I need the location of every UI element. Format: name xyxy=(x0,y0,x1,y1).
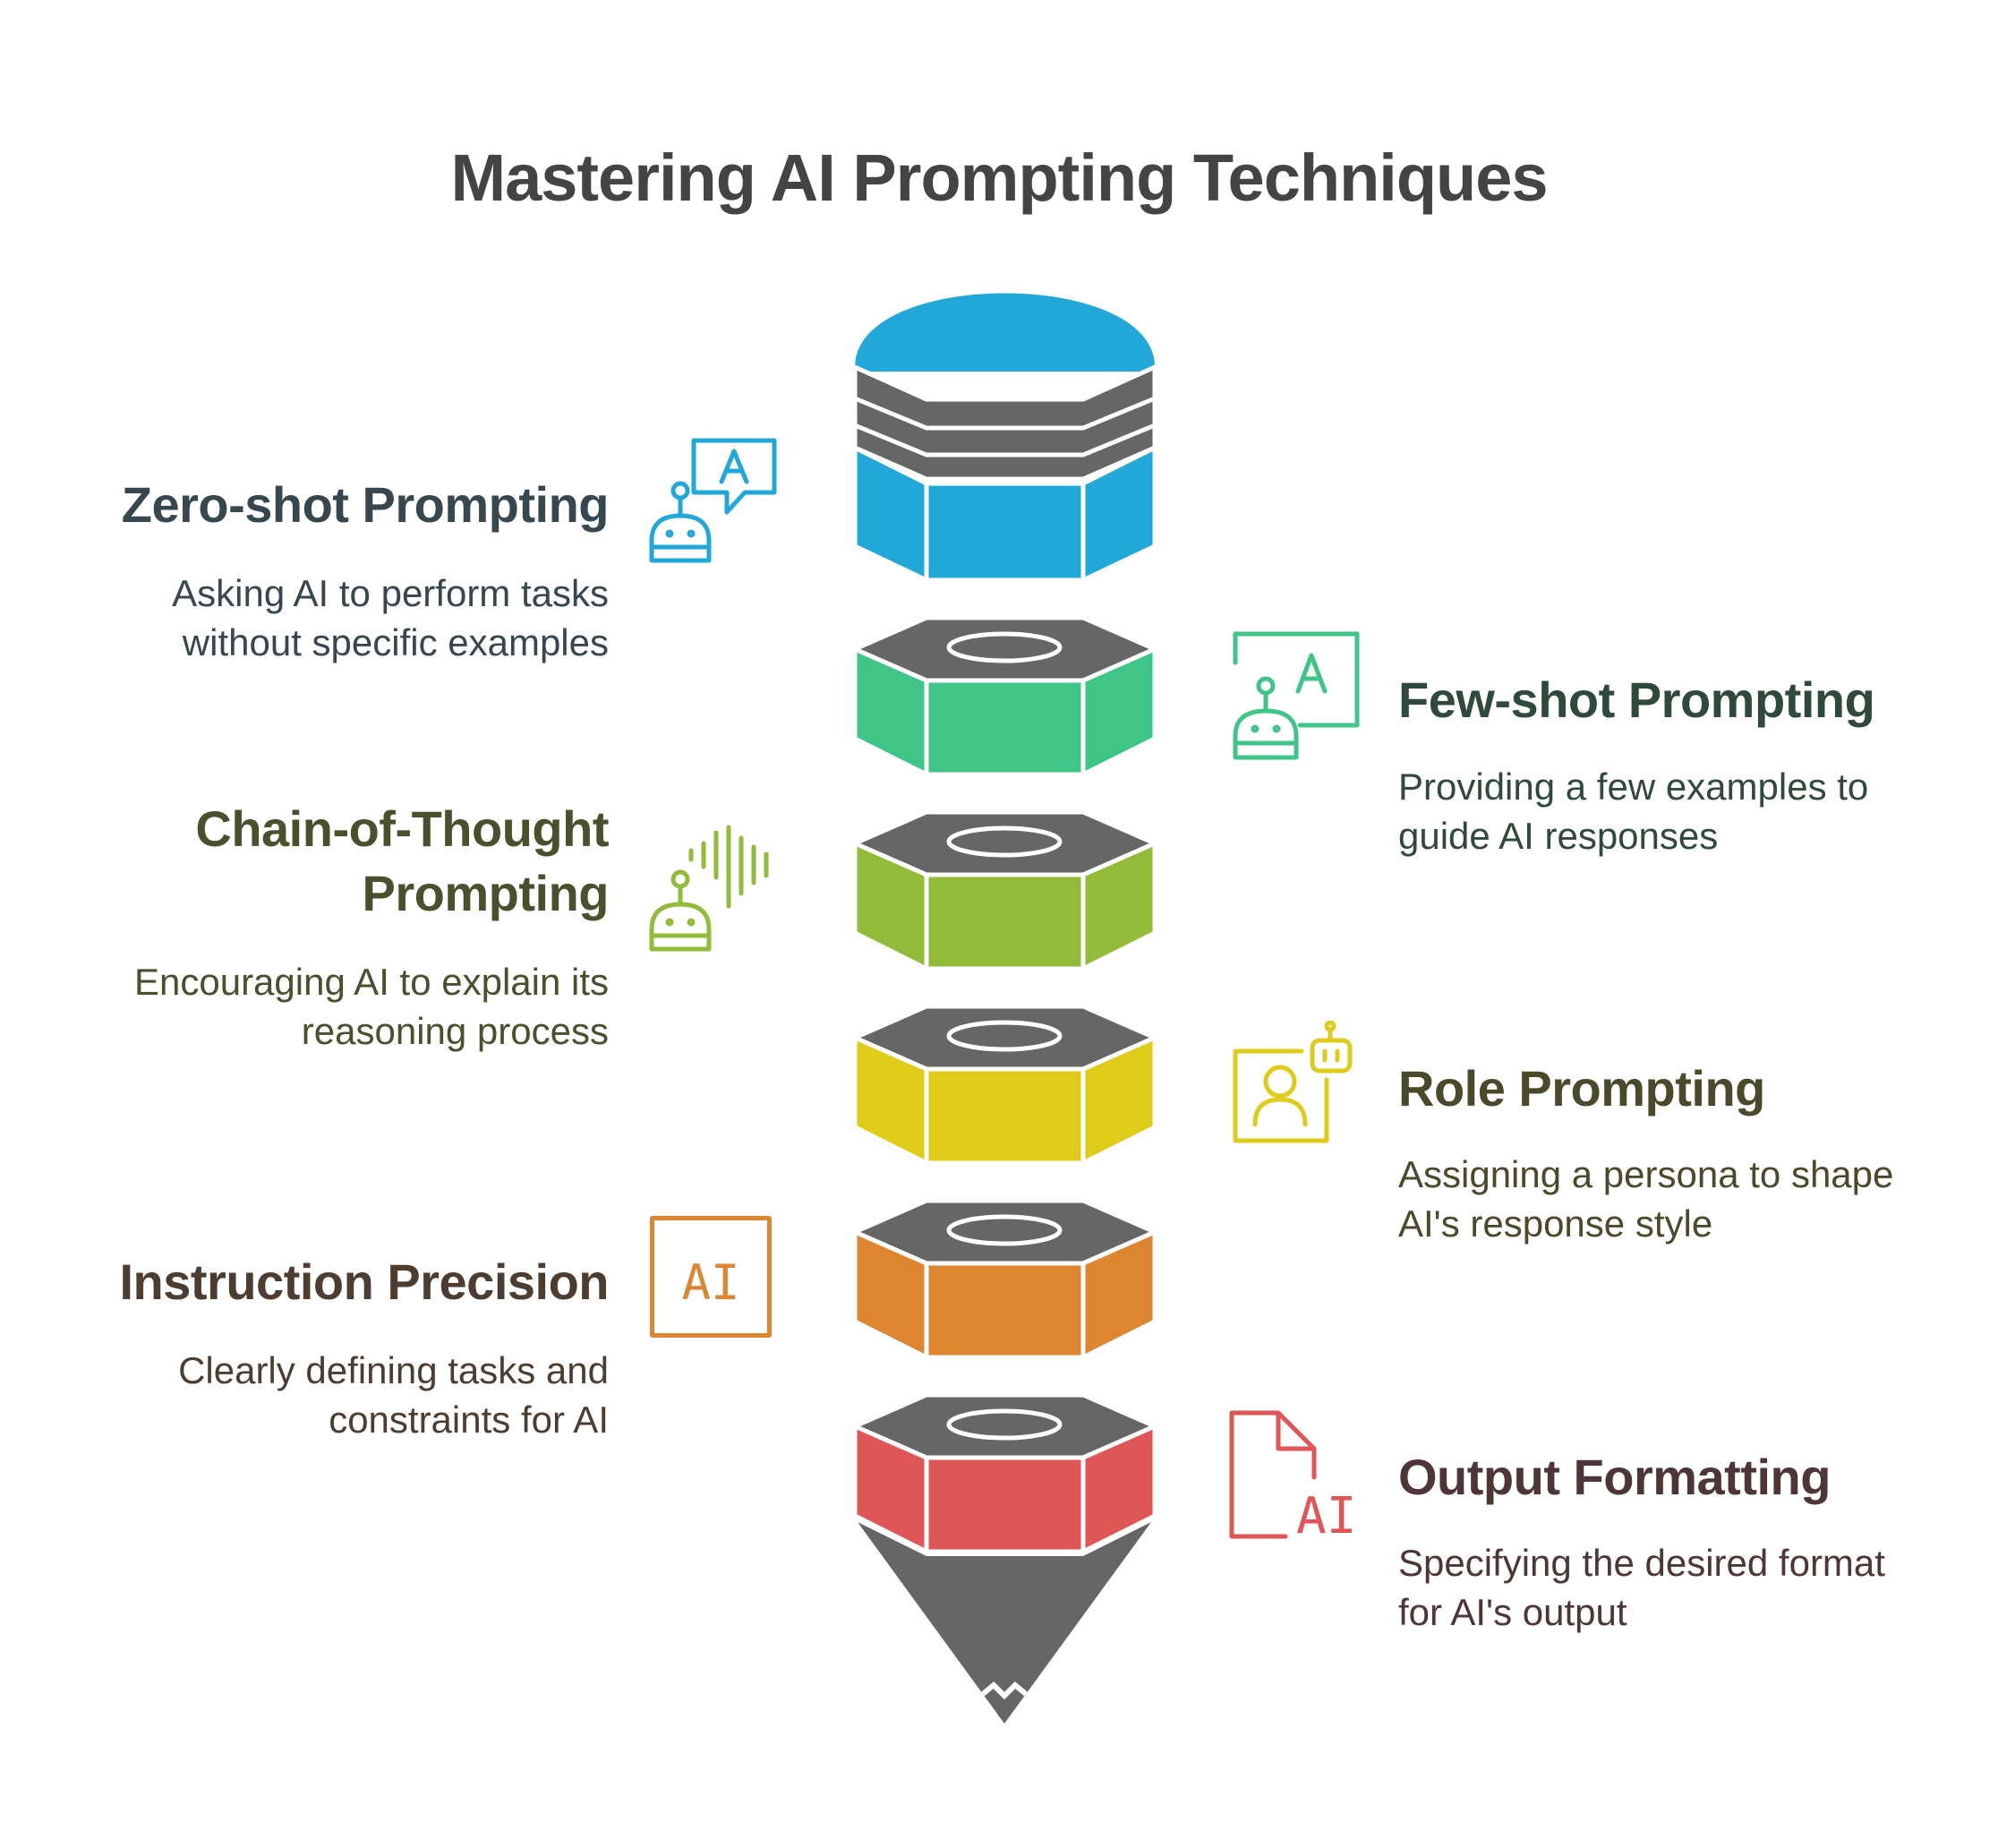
ai-box-icon: AI xyxy=(650,1216,772,1338)
page-title: Mastering AI Prompting Techniques xyxy=(450,141,1548,215)
robot-soundwave-icon xyxy=(649,825,769,952)
ai-box-icon-text: AI xyxy=(681,1254,740,1311)
zero-shot-description-line2: without specific examples xyxy=(182,621,609,663)
ai-document-icon-text: AI xyxy=(1296,1487,1357,1545)
role-prompting-description-line2: AI's response style xyxy=(1398,1202,1713,1245)
instruction-precision-description-line1: Clearly defining tasks and xyxy=(178,1349,609,1391)
pencil-segment-olive xyxy=(849,809,1161,971)
pencil-cap-blue xyxy=(852,293,1157,583)
zero-shot-description-line1: Asking AI to perform tasks xyxy=(172,572,609,614)
pencil-segment-red xyxy=(849,1392,1161,1554)
pencil-segment-yellow xyxy=(849,1004,1161,1166)
output-formatting-heading: Output Formatting xyxy=(1398,1449,1831,1505)
few-shot-description-line2: guide AI responses xyxy=(1398,815,1719,857)
few-shot-description-line1: Providing a few examples to xyxy=(1398,766,1869,808)
robot-chat-icon xyxy=(649,438,777,563)
instruction-precision-description-line2: constraints for AI xyxy=(329,1399,609,1441)
chain-of-thought-description-line1: Encouraging AI to explain its xyxy=(133,961,609,1003)
ai-document-icon: AI xyxy=(1228,1409,1362,1544)
zero-shot-heading: Zero-shot Prompting xyxy=(121,476,610,533)
instruction-precision-heading: Instruction Precision xyxy=(119,1253,610,1310)
chain-of-thought-description-line2: reasoning process xyxy=(301,1010,609,1052)
output-formatting-description-line1: Specifying the desired format xyxy=(1398,1542,1885,1584)
few-shot-heading: Few-shot Prompting xyxy=(1398,672,1875,728)
pencil-segment-orange xyxy=(849,1198,1161,1360)
pencil-tip xyxy=(858,1522,1151,1724)
robot-board-icon xyxy=(1233,631,1360,760)
output-formatting-description-line2: for AI's output xyxy=(1398,1591,1627,1633)
pencil-segment-green xyxy=(849,615,1161,777)
persona-robot-icon xyxy=(1233,1021,1353,1143)
chain-of-thought-heading-line2: Prompting xyxy=(362,865,610,921)
role-prompting-heading: Role Prompting xyxy=(1398,1060,1765,1116)
chain-of-thought-heading-line1: Chain-of-Thought xyxy=(195,800,609,857)
role-prompting-description-line1: Assigning a persona to shape xyxy=(1398,1153,1894,1195)
